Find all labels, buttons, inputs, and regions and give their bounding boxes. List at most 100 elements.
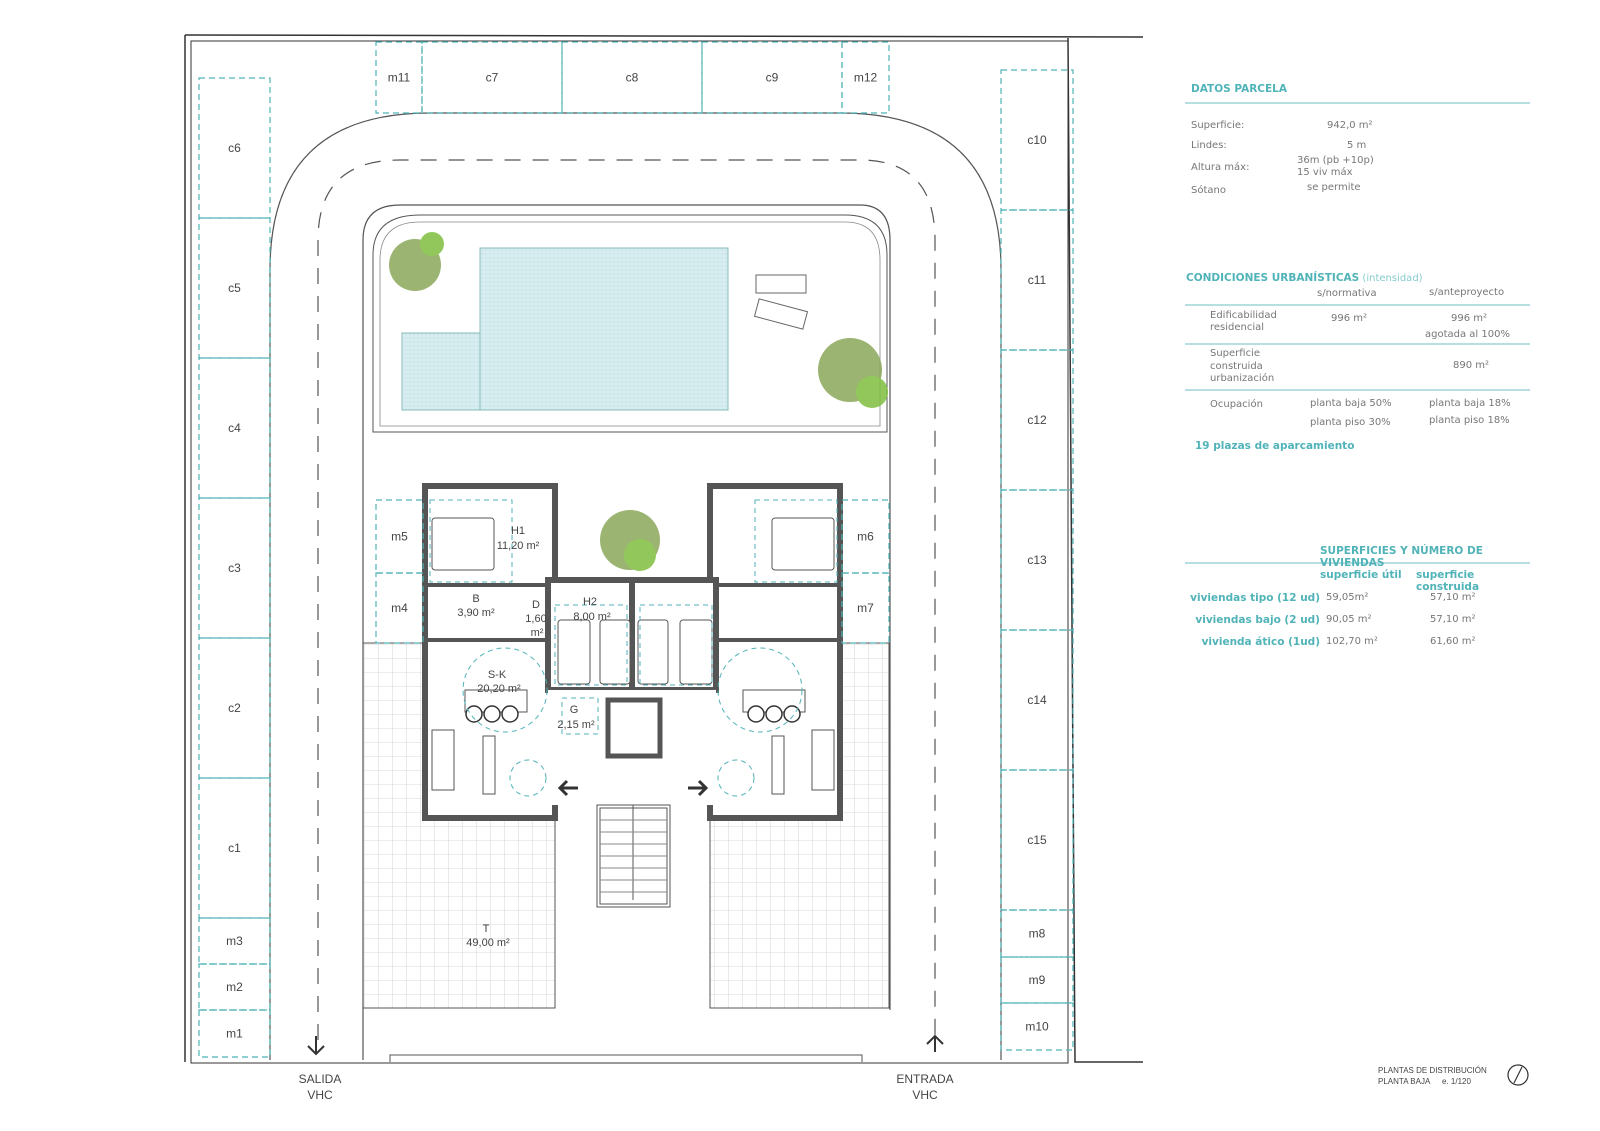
room-d-area: 1,60 [525,613,546,625]
pool-area [372,214,888,433]
room-h2-area: 8,00 m² [573,611,611,623]
exit-label: SALIDA [299,1072,342,1086]
entry-arrow-icon [926,1034,944,1052]
entry-label-2: VHC [912,1088,938,1102]
parking-label: c10 [1027,133,1047,147]
room-t-area: 49,00 m² [466,937,510,949]
parking-space-c5 [198,217,271,359]
parking-label: c14 [1027,693,1047,707]
room-g-area: 2,15 m² [557,719,595,731]
room-h2-name: H2 [583,596,597,608]
superficies-title: SUPERFICIES Y NÚMERO DE VIVIENDAS [1320,545,1483,569]
north-arrow-icon [1507,1064,1529,1086]
parking-label: c2 [228,701,241,715]
footer-block: PLANTAS DE DISTRIBUCIÓN PLANTA BAJA e. 1… [1378,1066,1487,1086]
palm-tree-icon [389,232,888,571]
row-label: vivienda ático (1ud) [1201,636,1320,648]
parking-space-c8 [561,41,703,114]
room-b-area: 3,90 m² [457,607,495,619]
parking-label: c3 [228,561,241,575]
col-anteproyecto: s/anteproyecto [1429,287,1505,298]
row-construida: 61,60 m² [1430,636,1476,647]
lindes-label: Lindes: [1191,140,1227,151]
entry-label: ENTRADA [896,1072,953,1086]
ocupacion-norm-2: planta piso 30% [1310,417,1391,428]
parking-label: m8 [1029,927,1046,941]
row-label: viviendas tipo (12 ud) [1190,592,1320,604]
parking-label: m1 [226,1027,243,1041]
parking-space-c7 [421,41,563,114]
sotano-label: Sótano [1191,185,1226,196]
parking-space-c10 [1000,69,1074,211]
parking-label: c1 [228,841,241,855]
footer-scale: e. 1/120 [1442,1077,1471,1086]
parking-space-c4 [198,357,271,499]
room-h1-name: H1 [511,525,525,537]
row-construida: 57,10 m² [1430,592,1476,603]
plazas-aparcamiento: 19 plazas de aparcamiento [1195,440,1355,452]
sunbed [753,298,809,330]
altura-value: 36m (pb +10p) [1297,155,1374,166]
sunbed [755,274,807,294]
footer-subtitle: PLANTA BAJA [1378,1077,1431,1086]
superficie-value: 942,0 m² [1327,120,1373,131]
superficie-label: Superficie: [1191,120,1245,131]
kids-pool [401,332,481,411]
parking-label: m9 [1029,973,1046,987]
condiciones-subtitle: (intensidad) [1362,273,1423,284]
ocupacion-label: Ocupación [1210,399,1263,410]
row-util: 102,70 m² [1326,636,1378,647]
parking-space-c15 [1000,769,1074,911]
parking-label: c6 [228,141,241,155]
parking-space-c13 [1000,489,1074,631]
room-t-name: T [483,923,490,935]
sotano-value: se permite [1307,182,1361,193]
room-sk-area: 20,20 m² [477,683,521,695]
parking-label: m11 [388,71,411,85]
parking-label: m3 [226,934,243,948]
parking-label: m12 [854,71,878,85]
altura-value-2: 15 viv máx [1297,167,1353,178]
col-normativa: s/normativa [1317,288,1377,299]
building [422,483,843,821]
parking-label: c11 [1028,273,1047,287]
parking-label: m5 [391,530,408,544]
parking-space-c2 [198,637,271,779]
ocupacion-norm-1: planta baja 50% [1310,398,1392,409]
access-road [269,112,1002,1062]
room-b-name: B [472,593,479,605]
parking-space-m12 [841,41,890,114]
parking-space-m4 [375,572,424,644]
row-label: viviendas bajo (2 ud) [1195,614,1320,626]
room-d-name: D [532,599,540,611]
room-h1-area: 11,20 m² [497,540,540,552]
col-construida: superficie construida [1416,569,1480,593]
parking-label: c12 [1027,413,1047,427]
ocupacion-ante-2: planta piso 18% [1429,415,1510,426]
superficie-urb-ante: 890 m² [1453,360,1490,371]
parking-label: m4 [391,601,408,615]
exit-label-2: VHC [307,1088,333,1102]
parking-label: c5 [228,281,241,295]
parking-space-m1 [198,1009,271,1058]
parking-space-m7 [841,572,890,644]
parking-label: c9 [766,71,779,85]
parking-space-c12 [1000,349,1074,491]
parking-label: m6 [857,530,874,544]
superficie-urb-label: Superficie construida urbanización [1210,348,1275,384]
edificabilidad-ante: 996 m² [1451,313,1488,324]
parking-label: c15 [1027,833,1047,847]
row-util: 59,05m² [1326,592,1369,603]
parking-space-m10 [1000,1002,1074,1051]
room-g-name: G [570,704,579,716]
parking-label: c4 [228,421,241,435]
parking-label: c13 [1027,553,1047,567]
parking-label: c8 [626,71,639,85]
parking-space-c6 [198,77,271,219]
edificabilidad-norm: 996 m² [1331,313,1368,324]
parking-space-c3 [198,497,271,639]
altura-label: Altura máx: [1191,162,1250,173]
plot-boundary [184,34,1144,1064]
parking-label: m7 [857,601,874,615]
